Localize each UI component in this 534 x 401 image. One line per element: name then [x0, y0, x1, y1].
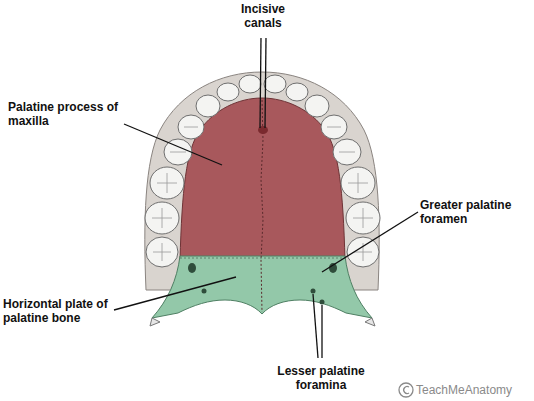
greater-palatine-foramen: [188, 263, 196, 273]
leader-lines: [114, 38, 418, 358]
lesser-palatine-foramen: [320, 300, 325, 305]
lesser-palatine-foramen: [202, 289, 207, 294]
pterygoid-hamulus: [365, 318, 375, 326]
structure-label: Incisive canals: [223, 2, 303, 30]
transverse-suture: [180, 258, 345, 259]
structure-label: Palatine process of maxilla: [8, 100, 120, 128]
watermark: TeachMeAnatomy: [416, 383, 530, 397]
teeth: [145, 75, 380, 267]
tooth-cusps: [152, 127, 373, 261]
pterygoid-hamulus: [150, 318, 160, 326]
structure-label: Lesser palatine foramina: [262, 364, 380, 392]
structure-label: Horizontal plate of palatine bone: [3, 297, 111, 325]
palatine-process: [180, 98, 345, 260]
lesser-palatine-foramen: [311, 289, 316, 294]
structure-label: Greater palatine foramen: [420, 198, 530, 226]
copyright-symbol: [399, 383, 413, 397]
